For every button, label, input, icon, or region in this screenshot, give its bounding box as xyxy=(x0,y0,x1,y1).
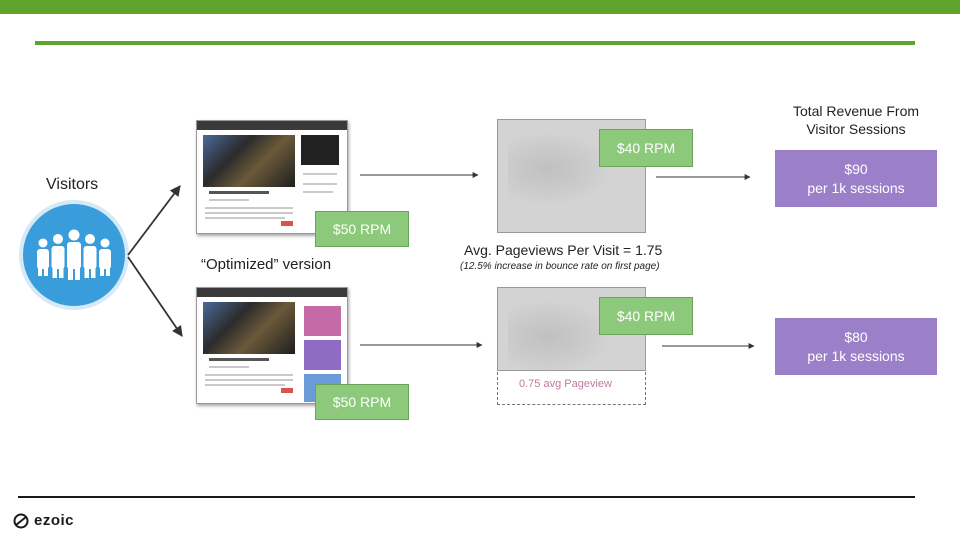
bounce-rate-note: (12.5% increase in bounce rate on first … xyxy=(460,261,660,272)
original-second-page xyxy=(497,119,646,233)
original-page-thumbnail xyxy=(196,120,348,234)
revenue-column-title: Total Revenue From Visitor Sessions xyxy=(792,103,920,137)
original-revenue-box: $90 per 1k sessions xyxy=(775,150,937,207)
original-revenue-value: $90 xyxy=(844,160,868,177)
partial-pageview-label: 0.75 avg Pageview xyxy=(519,378,612,390)
footer-divider xyxy=(18,496,915,498)
original-second-page-rpm: $40 RPM xyxy=(599,129,693,167)
original-first-page-rpm: $50 RPM xyxy=(315,211,409,247)
ad-slot-pink xyxy=(304,306,341,336)
optimized-revenue-value: $80 xyxy=(844,328,868,345)
visitors-icon-circle xyxy=(23,204,125,306)
optimized-revenue-unit: per 1k sessions xyxy=(807,347,905,364)
visitors-label: Visitors xyxy=(46,176,99,193)
optimized-version-label: “Optimized” version xyxy=(201,256,332,273)
optimized-first-page-rpm: $50 RPM xyxy=(315,384,409,420)
arrow-to-optimized xyxy=(127,256,183,337)
optimized-revenue-box: $80 per 1k sessions xyxy=(775,318,937,375)
people-group-icon xyxy=(37,229,111,280)
top-accent-bar xyxy=(0,0,960,14)
original-revenue-unit: per 1k sessions xyxy=(807,179,905,196)
ad-slot-purple xyxy=(304,340,341,370)
arrow-to-original xyxy=(127,185,181,256)
ezoic-logo: ezoic xyxy=(13,512,74,529)
ezoic-logo-icon xyxy=(13,513,29,528)
ezoic-logo-text: ezoic xyxy=(34,512,75,529)
avg-pageviews-label: Avg. Pageviews Per Visit = 1.75 xyxy=(464,242,663,258)
optimized-second-page-rpm: $40 RPM xyxy=(599,297,693,335)
header-divider xyxy=(35,41,915,45)
optimized-second-page xyxy=(497,287,646,372)
